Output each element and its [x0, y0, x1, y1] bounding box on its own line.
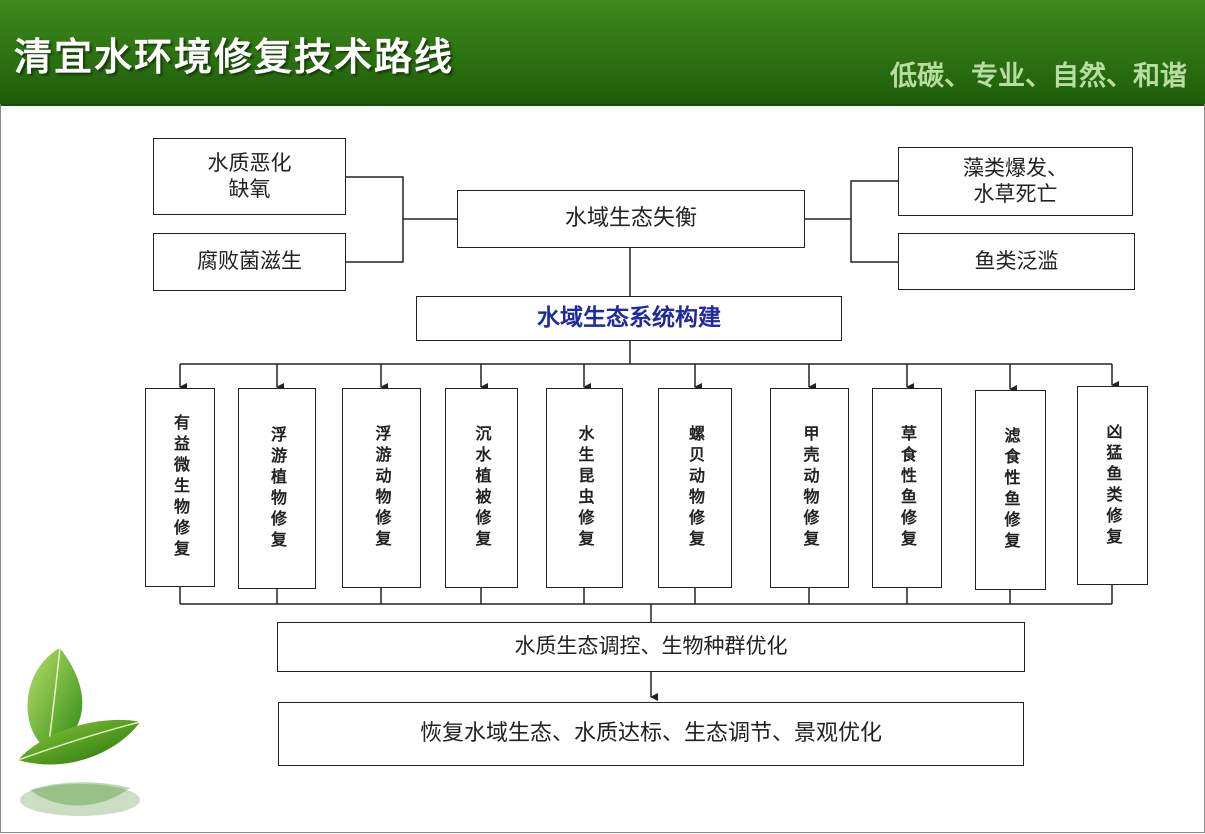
measure-box: 甲壳动物修复 — [770, 388, 849, 588]
cause-label: 鱼类泛滥 — [974, 248, 1059, 273]
leaf-decoration — [17, 647, 141, 816]
measure-label: 凶猛鱼类修复 — [1103, 422, 1123, 549]
measure-box: 水生昆虫修复 — [546, 388, 623, 588]
cause-label: 腐败菌滋生 — [197, 249, 302, 274]
measure-label: 草食性鱼修复 — [898, 425, 917, 551]
cause-box-fish: 鱼类泛滥 — [898, 233, 1135, 290]
cause-label: 藻类爆发、水草死亡 — [963, 156, 1068, 206]
measure-label: 甲壳动物修复 — [800, 425, 820, 551]
outcome-label: 恢复水域生态、水质达标、生态调节、景观优化 — [419, 720, 882, 746]
measure-box: 浮游动物修复 — [342, 388, 421, 588]
measure-label: 有益微生物修复 — [171, 414, 190, 561]
measure-label: 浮游动物修复 — [372, 425, 392, 551]
integration-label: 水质生态调控、生物种群优化 — [514, 634, 788, 659]
measure-box: 草食性鱼修复 — [872, 388, 942, 588]
measure-box: 螺贝动物修复 — [658, 388, 732, 588]
page-title: 清宜水环境修复技术路线 — [14, 35, 455, 79]
cause-box-algae: 藻类爆发、水草死亡 — [898, 147, 1133, 216]
measure-box: 有益微生物修复 — [145, 388, 215, 587]
measure-box: 凶猛鱼类修复 — [1077, 386, 1148, 585]
leaf-icon — [18, 719, 140, 765]
right-bracket-line — [850, 180, 898, 263]
measure-label: 水生昆虫修复 — [575, 425, 595, 551]
measure-label: 浮游植物修复 — [268, 425, 287, 552]
measure-box: 沉水植被修复 — [445, 388, 518, 588]
integration-box: 水质生态调控、生物种群优化 — [277, 622, 1025, 672]
measure-box: 滤食性鱼修复 — [975, 390, 1046, 590]
cause-box-water-quality: 水质恶化缺氧 — [153, 138, 346, 215]
cause-label: 水质恶化缺氧 — [207, 151, 292, 201]
problem-label: 水域生态失衡 — [564, 205, 697, 231]
measure-label: 滤食性鱼修复 — [1001, 427, 1021, 553]
left-bracket-line — [345, 176, 404, 263]
measure-label: 沉水植被修复 — [472, 425, 492, 551]
outcome-box: 恢复水域生态、水质达标、生态调节、景观优化 — [278, 702, 1024, 766]
measure-label: 螺贝动物修复 — [686, 425, 705, 551]
cause-box-bacteria: 腐败菌滋生 — [153, 233, 346, 291]
slogan: 低碳、专业、自然、和谐 — [890, 61, 1187, 92]
core-label: 水域生态系统构建 — [537, 304, 721, 331]
core-box: 水域生态系统构建 — [416, 296, 842, 341]
problem-box: 水域生态失衡 — [457, 190, 805, 248]
measure-box: 浮游植物修复 — [238, 388, 316, 589]
header-banner: 清宜水环境修复技术路线 低碳、专业、自然、和谐 — [0, 0, 1205, 106]
